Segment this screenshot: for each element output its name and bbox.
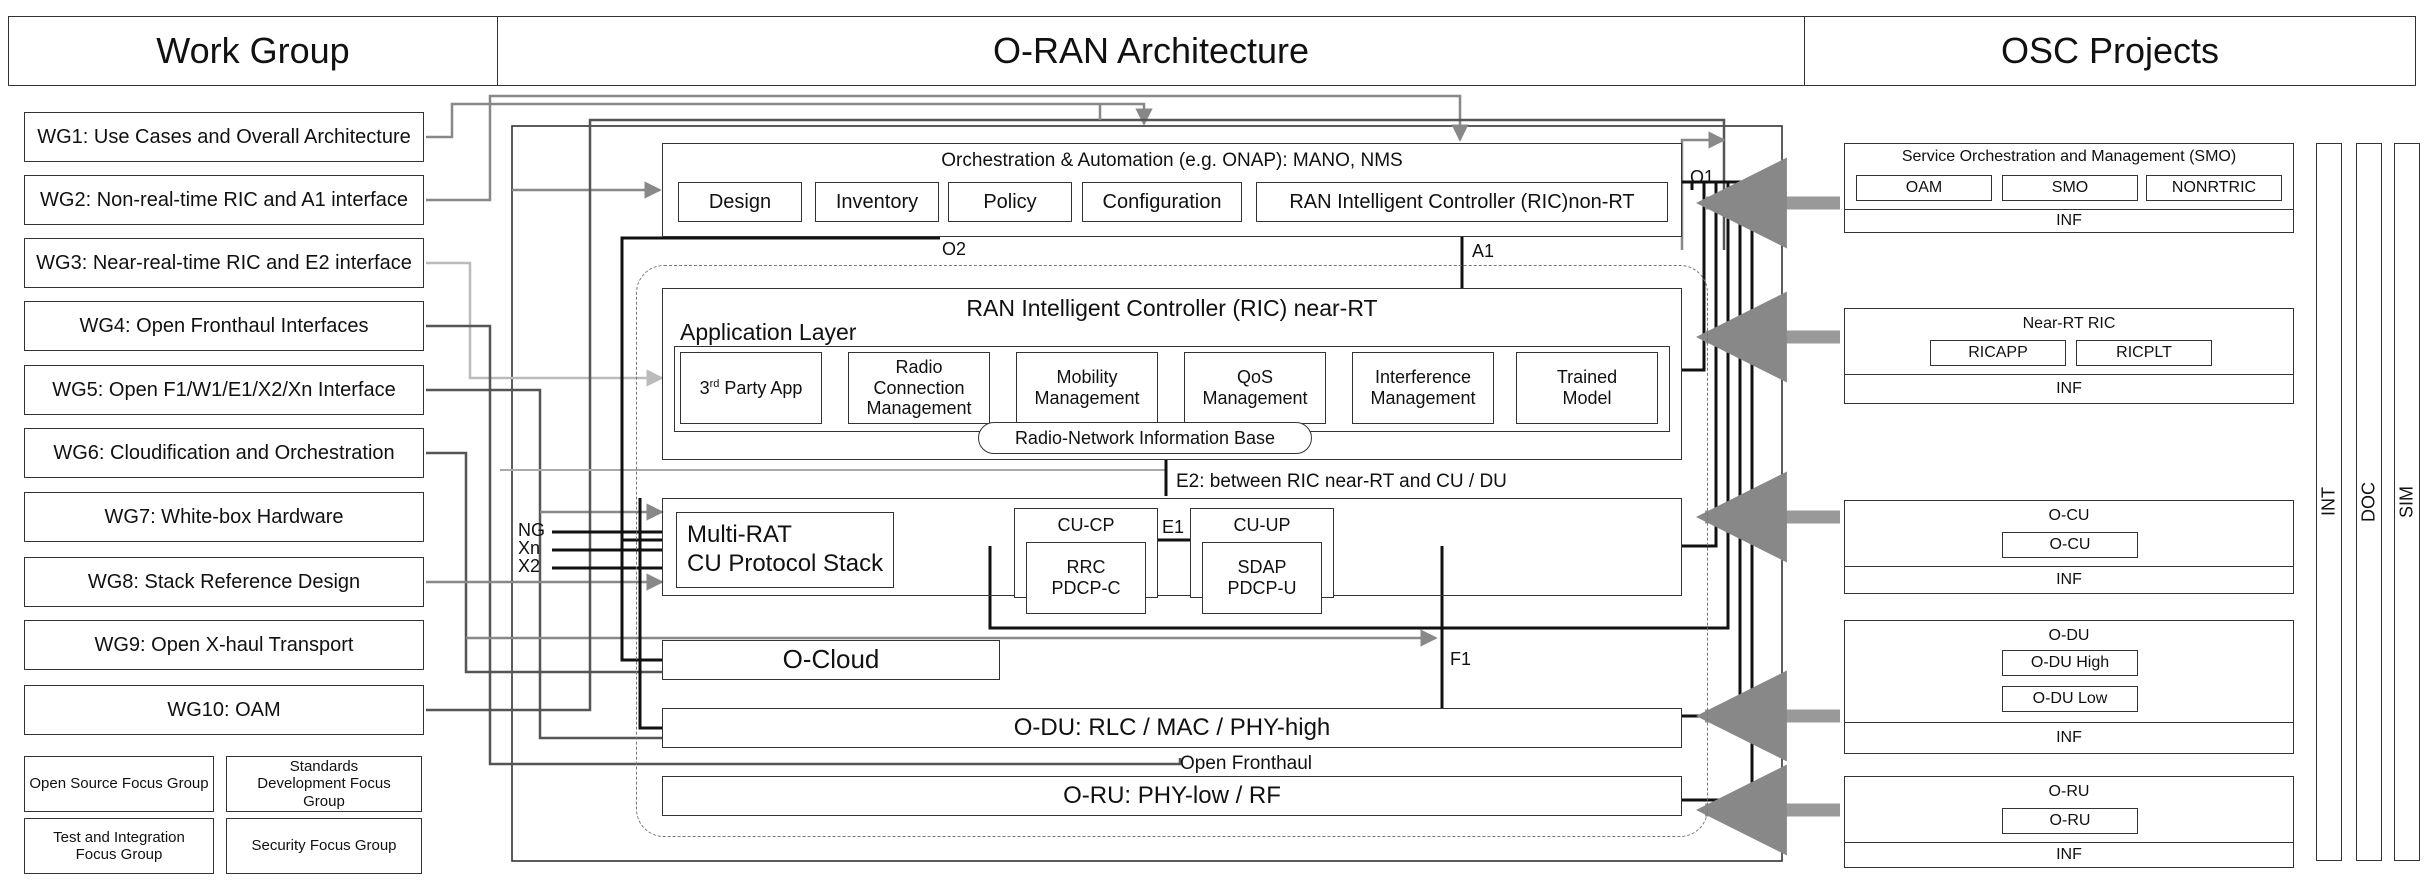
osc-near-rt-inf: INF [1844, 374, 2294, 404]
multi-rat-box: Multi-RAT CU Protocol Stack [676, 512, 894, 588]
osc-o-cu-title: O-CU [2048, 507, 2090, 524]
mobility-management-box: Mobility Management [1016, 352, 1158, 424]
work-group-item: WG7: White-box Hardware [24, 492, 424, 542]
work-group-item: WG6: Cloudification and Orchestration [24, 428, 424, 478]
osc-nonrtric-box: NONRTRIC [2146, 175, 2282, 201]
o2-label: O2 [942, 239, 967, 259]
osc-ricapp-box: RICAPP [1930, 340, 2066, 366]
osc-o-cu-inf: INF [1844, 566, 2294, 594]
near-rt-region [636, 265, 1708, 837]
configuration-box: Configuration [1082, 182, 1242, 222]
work-group-item: WG3: Near-real-time RIC and E2 interface [24, 238, 424, 288]
osc-smo-inf: INF [1844, 209, 2294, 233]
near-rt-title: RAN Intelligent Controller (RIC) near-RT [966, 295, 1378, 321]
trained-model-box: Trained Model [1516, 352, 1658, 424]
header-work-group: Work Group [8, 16, 498, 86]
orchestration-title: Orchestration & Automation (e.g. ONAP): … [941, 150, 1403, 171]
osc-doc-column: DOC [2356, 143, 2382, 861]
work-group-item: WG8: Stack Reference Design [24, 557, 424, 607]
o-du-box: O-DU: RLC / MAC / PHY-high [662, 708, 1682, 748]
osc-o-ru-item-box: O-RU [2002, 808, 2138, 834]
policy-box: Policy [948, 182, 1072, 222]
osc-o-ru-title: O-RU [2048, 783, 2090, 800]
a1-label: A1 [1472, 241, 1495, 261]
focus-group-box: Standards Development Focus Group [226, 756, 422, 812]
interference-management-box: Interference Management [1352, 352, 1494, 424]
o-ru-box: O-RU: PHY-low / RF [662, 776, 1682, 816]
e2-label: E2: between RIC near-RT and CU / DU [1176, 471, 1507, 492]
cu-up-label: CU-UP [1233, 515, 1291, 535]
pdcp-u-label: PDCP-U [1227, 578, 1297, 598]
e1-label: E1 [1162, 517, 1185, 537]
third-party-app-label: 3rd Party App [699, 377, 803, 398]
multi-rat-label: Multi-RAT [687, 521, 792, 549]
ric-non-rt-box: RAN Intelligent Controller (RIC)non-RT [1256, 182, 1668, 222]
application-layer-label: Application Layer [680, 319, 857, 345]
osc-sim-column: SIM [2394, 143, 2420, 861]
work-group-item: WG2: Non-real-time RIC and A1 interface [24, 175, 424, 225]
cu-box [662, 498, 1682, 596]
rrc-box: RRC PDCP-C [1026, 542, 1146, 614]
work-group-item: WG10: OAM [24, 685, 424, 735]
ng-label: NG [518, 520, 545, 540]
header-osc-projects: OSC Projects [1804, 16, 2416, 86]
osc-oam-box: OAM [1856, 175, 1992, 201]
sdap-box: SDAP PDCP-U [1202, 542, 1322, 614]
osc-o-du-low-box: O-DU Low [2002, 686, 2138, 712]
work-group-item: WG4: Open Fronthaul Interfaces [24, 301, 424, 351]
osc-smo-title: Service Orchestration and Management (SM… [1901, 148, 2237, 165]
work-group-item: WG9: Open X-haul Transport [24, 620, 424, 670]
focus-group-box: Test and Integration Focus Group [24, 818, 214, 874]
focus-group-box: Open Source Focus Group [24, 756, 214, 812]
pdcp-c-label: PDCP-C [1051, 578, 1121, 598]
inventory-box: Inventory [815, 182, 939, 222]
xn-label: Xn [518, 538, 541, 558]
radio-connection-management-box: Radio Connection Management [848, 352, 990, 424]
qos-management-box: QoS Management [1184, 352, 1326, 424]
cu-cp-label: CU-CP [1057, 515, 1115, 535]
osc-o-du-high-box: O-DU High [2002, 650, 2138, 676]
work-group-item: WG1: Use Cases and Overall Architecture [24, 112, 424, 162]
osc-smo-item-box: SMO [2002, 175, 2138, 201]
open-fronthaul-label: Open Fronthaul [1180, 753, 1313, 774]
osc-near-rt-title: Near-RT RIC [2022, 315, 2116, 332]
third-party-app-box: 3rd Party App [680, 352, 822, 424]
osc-o-ru-inf: INF [1844, 842, 2294, 868]
rrc-label: RRC [1066, 557, 1106, 578]
x2-label: X2 [518, 556, 541, 576]
f1-label: F1 [1450, 649, 1472, 669]
cu-protocol-stack-label: CU Protocol Stack [687, 550, 884, 577]
osc-o-du-inf: INF [1844, 722, 2294, 754]
osc-o-cu-item-box: O-CU [2002, 532, 2138, 558]
design-box: Design [678, 182, 802, 222]
work-group-item: WG5: Open F1/W1/E1/X2/Xn Interface [24, 365, 424, 415]
o1-label: O1 [1690, 167, 1715, 187]
focus-group-box: Security Focus Group [226, 818, 422, 874]
sdap-label: SDAP [1237, 557, 1287, 578]
osc-ricplt-box: RICPLT [2076, 340, 2212, 366]
osc-o-du-title: O-DU [2048, 627, 2090, 644]
o-cloud-box: O-Cloud [662, 640, 1000, 680]
osc-int-column: INT [2316, 143, 2342, 861]
header-architecture: O-RAN Architecture [497, 16, 1805, 86]
rnib-cylinder: Radio-Network Information Base [978, 422, 1312, 454]
